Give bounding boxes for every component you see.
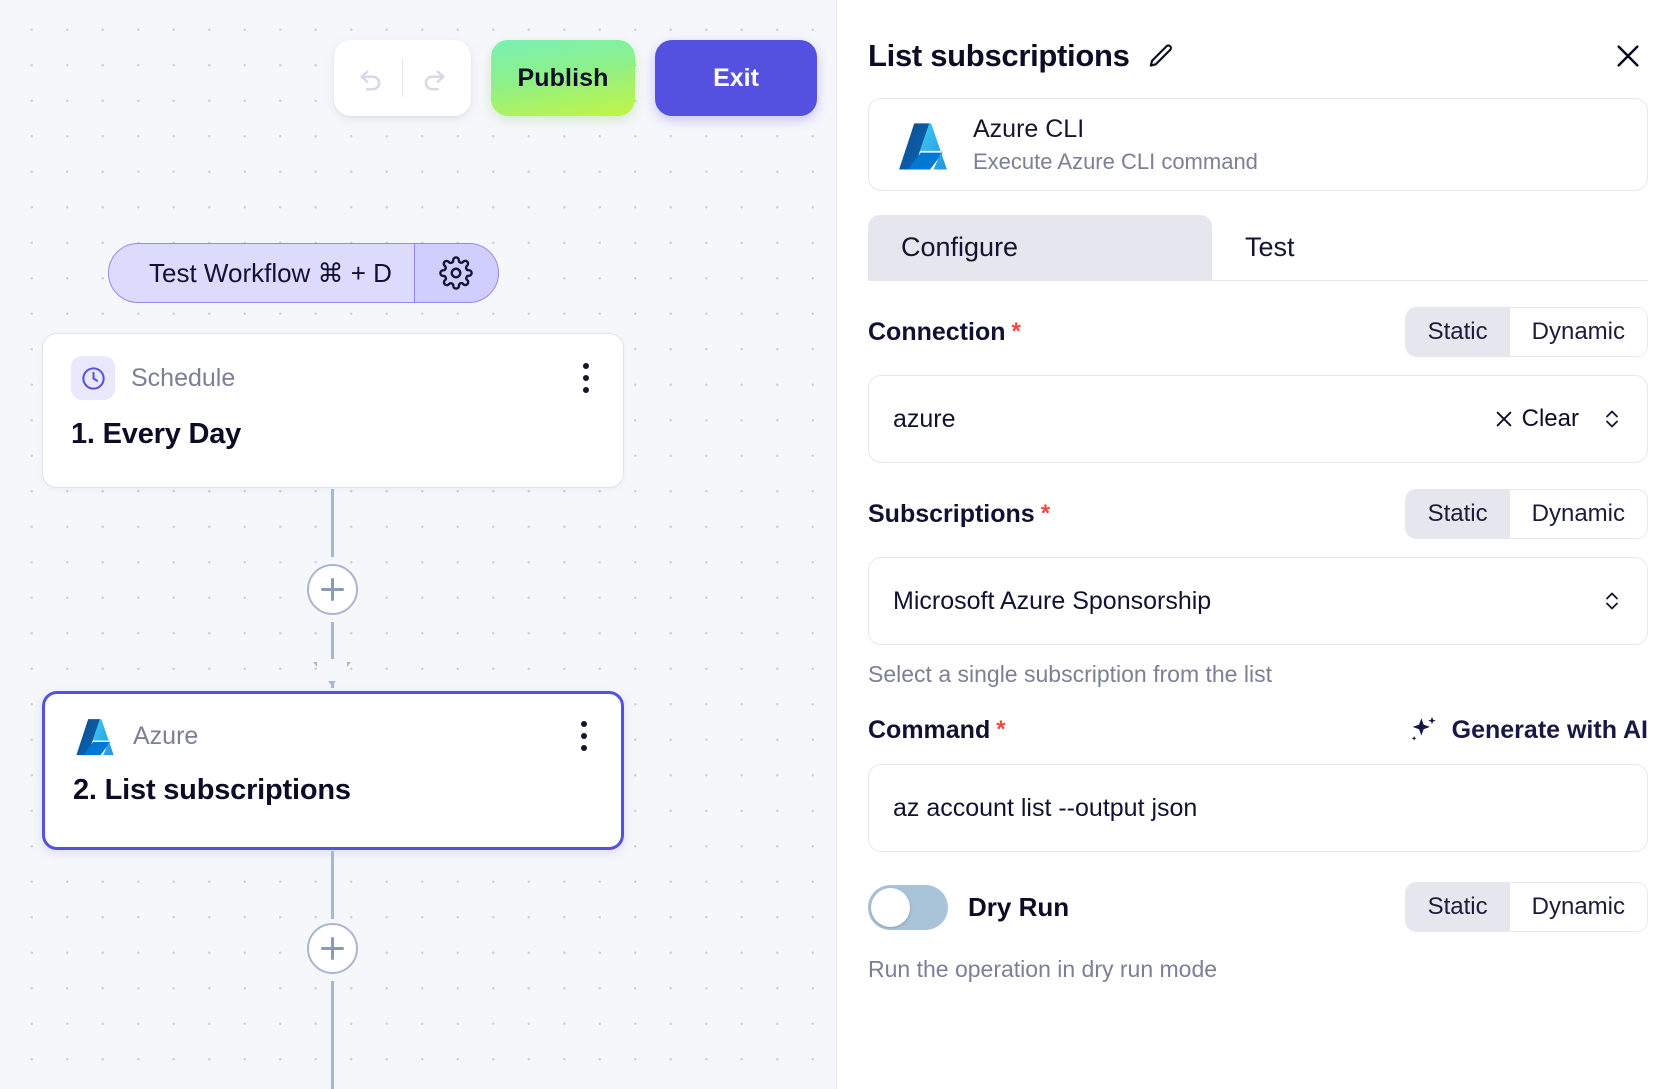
workflow-settings-button[interactable] [413, 244, 498, 302]
toolbar-divider [402, 59, 403, 97]
toggle-knob [871, 887, 910, 927]
connection-value: azure [893, 404, 956, 433]
exit-button[interactable]: Exit [655, 40, 817, 116]
clear-connection-button[interactable]: Clear [1493, 405, 1579, 433]
required-marker: * [1011, 318, 1021, 345]
test-workflow-label[interactable]: Test Workflow ⌘ + D [149, 257, 392, 288]
dry-run-label: Dry Run [968, 891, 1070, 922]
node-title: 1. Every Day [71, 418, 242, 450]
azure-logo-icon [899, 122, 947, 169]
node-menu-button[interactable] [575, 359, 597, 397]
app-description: Execute Azure CLI command [973, 148, 1258, 174]
add-step-button[interactable] [307, 564, 358, 615]
dry-run-toggle[interactable] [868, 884, 948, 930]
publish-button[interactable]: Publish [491, 40, 635, 116]
dry-run-hint: Run the operation in dry run mode [868, 956, 1218, 982]
gear-icon [439, 256, 474, 290]
node-header: Schedule [71, 356, 597, 400]
workflow-node-azure[interactable]: Azure 2. List subscriptions [42, 691, 624, 850]
field-dry-run: Dry Run Static Dynamic [868, 882, 1648, 932]
command-input[interactable]: az account list --output json [868, 764, 1648, 852]
generate-with-ai-label: Generate with AI [1451, 715, 1648, 744]
app-name: Azure CLI [973, 114, 1085, 143]
field-label: Subscriptions [868, 499, 1035, 528]
page-title: List subscriptions [868, 38, 1130, 73]
redo-arrow-icon [424, 70, 445, 91]
tab-configure[interactable]: Configure [868, 215, 1212, 280]
field-header: Command * Generate with AI [868, 714, 1648, 746]
close-x-icon [1496, 411, 1511, 427]
mode-toggle-dry-run: Static Dynamic [1404, 882, 1648, 932]
mode-toggle-subscriptions: Static Dynamic [1404, 489, 1648, 539]
mode-dynamic-button[interactable]: Dynamic [1509, 308, 1647, 356]
field-subscriptions: Subscriptions * Static Dynamic Microsoft… [868, 489, 1648, 688]
required-marker: * [1040, 500, 1051, 527]
connector-line [331, 622, 334, 688]
chevron-updown-icon [1606, 592, 1618, 610]
pencil-icon [1149, 43, 1172, 67]
connector-line [331, 851, 334, 919]
edit-title-button[interactable] [1146, 42, 1175, 71]
close-icon [1617, 45, 1639, 67]
field-header: Connection * Static Dynamic [868, 307, 1648, 357]
panel-header: List subscriptions [868, 0, 1648, 76]
node-config-panel: List subscriptions [836, 0, 1679, 1089]
connector-line [331, 981, 334, 1089]
test-workflow-pill[interactable]: Test Workflow ⌘ + D [108, 243, 499, 303]
sparkle-icon [1411, 716, 1436, 741]
subscriptions-dropdown-button[interactable] [1601, 588, 1623, 614]
mode-dynamic-button[interactable]: Dynamic [1509, 490, 1647, 538]
undo-button[interactable] [340, 47, 402, 109]
node-kind-label: Schedule [131, 363, 236, 392]
subscriptions-select[interactable]: Microsoft Azure Sponsorship [868, 557, 1648, 645]
generate-with-ai-button[interactable]: Generate with AI [1408, 714, 1648, 746]
command-value: az account list --output json [893, 793, 1198, 822]
undo-redo-group [334, 40, 471, 116]
field-header: Subscriptions * Static Dynamic [868, 489, 1648, 539]
workflow-canvas[interactable]: Publish Exit Test Workflow ⌘ + D Schedu [0, 0, 836, 1089]
close-panel-button[interactable] [1608, 36, 1648, 76]
mode-dynamic-button[interactable]: Dynamic [1509, 883, 1647, 931]
redo-button[interactable] [403, 47, 465, 109]
canvas-toolbar: Publish Exit [334, 40, 817, 116]
field-connection: Connection * Static Dynamic azure Clear [868, 307, 1648, 463]
node-icon-wrapper [71, 356, 115, 400]
connection-select[interactable]: azure Clear [868, 375, 1648, 463]
undo-arrow-icon [360, 70, 381, 91]
field-command: Command * Generate with AI az account li… [868, 714, 1648, 852]
connection-stepper-button[interactable] [1601, 406, 1623, 432]
required-marker: * [996, 716, 1006, 743]
clock-icon [81, 366, 105, 390]
tab-test[interactable]: Test [1212, 215, 1556, 280]
chevron-updown-icon [1606, 410, 1618, 428]
field-label: Command [868, 715, 991, 744]
panel-tabs: Configure Test [868, 215, 1648, 281]
subscriptions-value: Microsoft Azure Sponsorship [893, 586, 1212, 615]
node-menu-button[interactable] [573, 717, 595, 755]
mode-toggle-connection: Static Dynamic [1404, 307, 1648, 357]
node-kind-label: Azure [133, 721, 199, 750]
app-info-card: Azure CLI Execute Azure CLI command [868, 98, 1648, 191]
connector-arrow-icon [313, 659, 351, 686]
field-label: Connection [868, 317, 1006, 346]
node-title: 2. List subscriptions [73, 774, 351, 806]
mode-static-button[interactable]: Static [1405, 883, 1510, 931]
node-header: Azure [73, 716, 595, 756]
mode-static-button[interactable]: Static [1405, 308, 1510, 356]
mode-static-button[interactable]: Static [1405, 490, 1510, 538]
clear-label: Clear [1521, 405, 1579, 432]
add-step-button[interactable] [307, 923, 358, 974]
connector-line [331, 489, 334, 557]
azure-logo-icon [76, 719, 114, 756]
app-info-text: Azure CLI Execute Azure CLI command [973, 113, 1258, 177]
subscriptions-hint: Select a single subscription from the li… [868, 661, 1272, 687]
workflow-node-schedule[interactable]: Schedule 1. Every Day [42, 333, 624, 488]
